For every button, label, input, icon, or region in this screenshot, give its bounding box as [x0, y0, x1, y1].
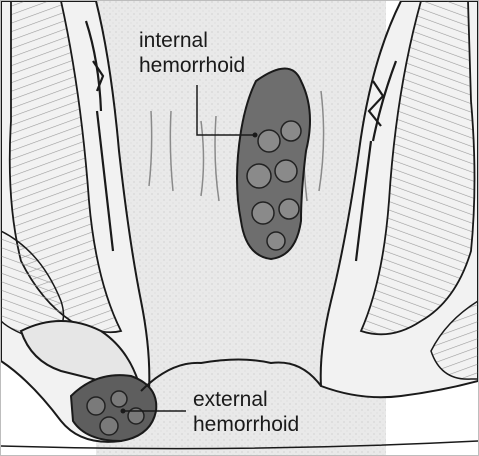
external-hemorrhoid-label: external hemorrhoid [193, 387, 299, 437]
internal-hemorrhoid-label: internal hemorrhoid [139, 28, 245, 78]
external-hemorrhoid-shape [71, 375, 156, 441]
